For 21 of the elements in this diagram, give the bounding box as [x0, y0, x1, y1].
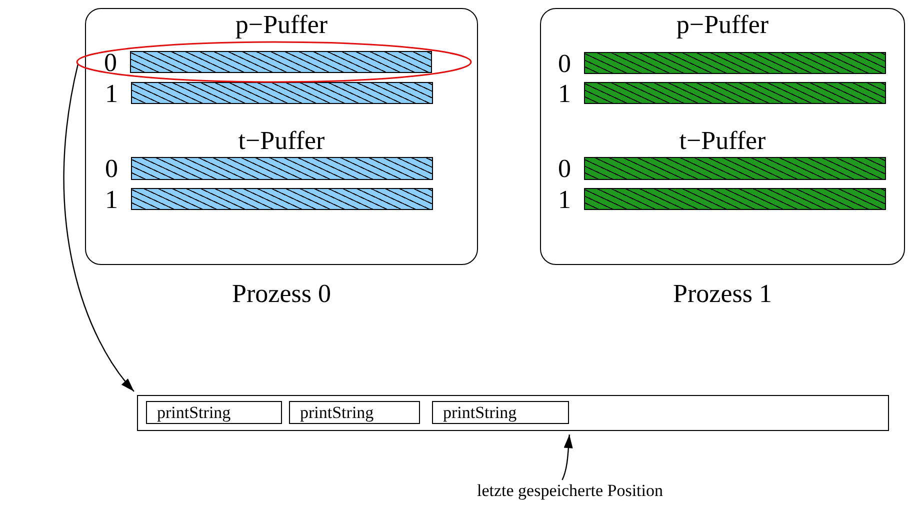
- process-label: Prozess 0: [232, 281, 331, 307]
- buffer-index: 1: [558, 81, 571, 107]
- string-entry: printString: [289, 401, 420, 424]
- string-entry: printString: [432, 401, 569, 424]
- buffer-heading: p−Puffer: [676, 12, 769, 38]
- pointer-caption: letzte gespeicherte Position: [440, 480, 700, 502]
- process-label: Prozess 1: [673, 281, 772, 307]
- string-entry: printString: [146, 401, 282, 424]
- buffer-index: 0: [105, 156, 118, 182]
- arrow: [63, 64, 134, 392]
- buffer-index: 0: [558, 51, 571, 77]
- buffer-heading: t−Puffer: [238, 128, 325, 154]
- log-buffer-box: [137, 395, 889, 431]
- buffer-index: 0: [558, 156, 571, 182]
- buffer-index: 1: [105, 81, 118, 107]
- buffer-heading: t−Puffer: [679, 128, 766, 154]
- buffer-index: 1: [558, 187, 571, 213]
- buffer-index: 0: [104, 50, 117, 76]
- buffer-index: 1: [105, 187, 118, 213]
- buffer-heading: p−Puffer: [235, 12, 328, 38]
- arrow: [562, 434, 573, 480]
